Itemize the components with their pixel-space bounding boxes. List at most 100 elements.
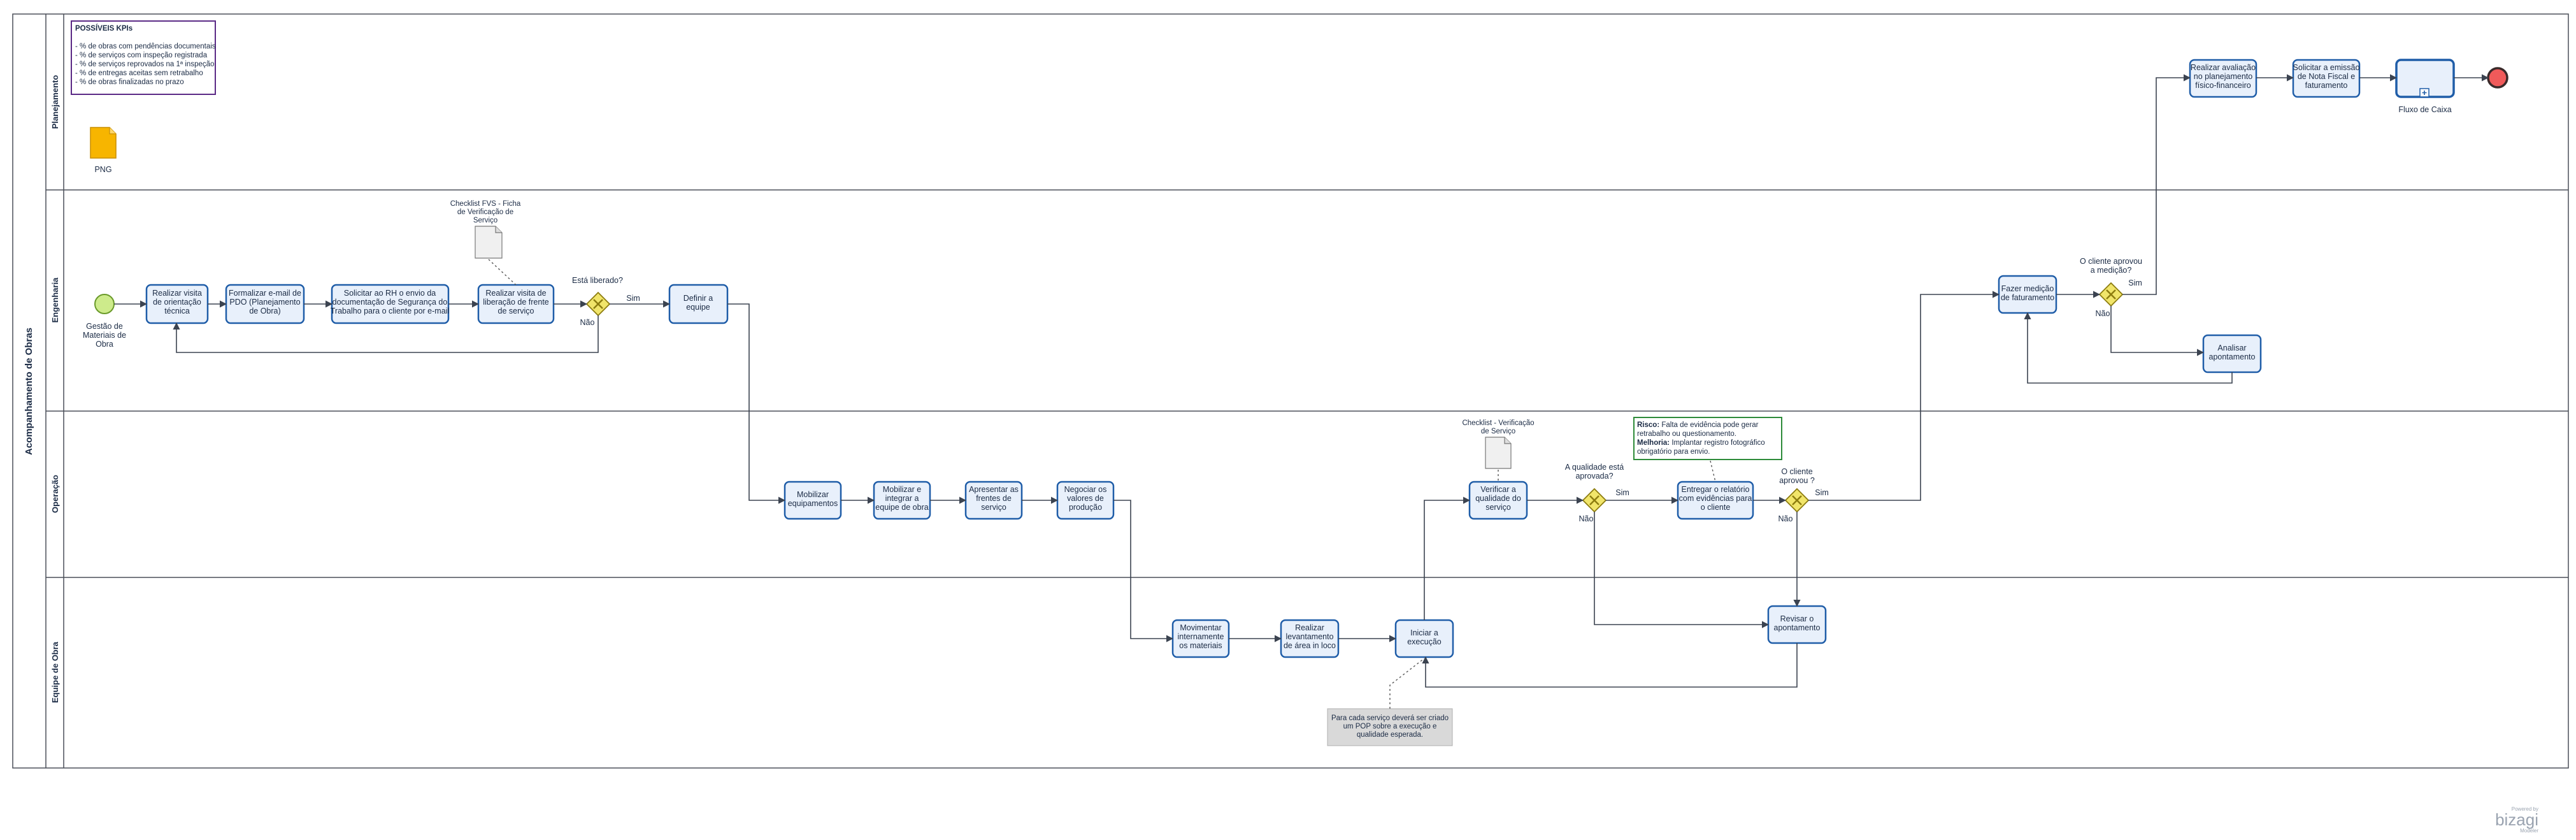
svg-text:de Serviço: de Serviço (1481, 428, 1515, 435)
svg-text:Realizar: Realizar (1295, 623, 1324, 632)
task-formalizar-email[interactable]: Formalizar e-mail de PDO (Planejamento d… (225, 284, 305, 324)
start-event[interactable]: Gestão de Materiais de Obra (83, 294, 126, 349)
svg-text:físico-financeiro: físico-financeiro (2195, 81, 2251, 90)
svg-text:faturamento: faturamento (2305, 81, 2348, 90)
start-label: Obra (96, 340, 113, 349)
svg-text:Entregar o relatório: Entregar o relatório (1681, 485, 1749, 494)
svg-text:frentes de: frentes de (976, 494, 1012, 503)
svg-text:Apresentar as: Apresentar as (969, 485, 1019, 494)
task-solicitar-rh[interactable]: Solicitar ao RH o envio da documentação … (331, 284, 450, 324)
task-visita-liberacao[interactable]: Realizar visita de liberação de frente d… (477, 284, 555, 324)
flow-label-nao: Não (580, 318, 595, 327)
kpi-item: - % de obras finalizadas no prazo (75, 78, 184, 86)
bizagi-logo: Powered by bizagi Modeler (2495, 806, 2538, 834)
svg-text:de Obra): de Obra) (249, 307, 280, 315)
svg-text:Realizar visita de: Realizar visita de (485, 289, 546, 298)
task-orientacao-tecnica[interactable]: Realizar visita de orientação técnica (145, 284, 209, 324)
svg-text:de Nota Fiscal e: de Nota Fiscal e (2298, 72, 2355, 81)
flow-label-sim: Sim (1815, 488, 1829, 497)
sequence-flows (114, 74, 2489, 688)
svg-text:de Verificação de: de Verificação de (457, 208, 513, 216)
svg-text:serviço: serviço (1485, 503, 1511, 512)
task-iniciar-execucao[interactable]: Iniciar a execução (1394, 619, 1454, 658)
kpi-item: - % de serviços reprovados na 1ª inspeçã… (75, 61, 214, 68)
task-verificar-qualidade[interactable]: Verificar a qualidade do serviço (1468, 481, 1528, 520)
svg-text:de área in loco: de área in loco (1284, 641, 1336, 650)
task-avaliacao-planejamento[interactable]: Realizar avaliação no planejamento físic… (2189, 59, 2258, 98)
svg-text:Está liberado?: Está liberado? (572, 276, 623, 285)
end-event[interactable] (2487, 67, 2508, 89)
flow-label-nao: Não (1579, 514, 1594, 523)
svg-text:O cliente: O cliente (1781, 467, 1812, 476)
svg-text:integrar a: integrar a (885, 494, 919, 503)
svg-text:apontamento: apontamento (2209, 352, 2256, 361)
flow-label-sim: Sim (2128, 279, 2142, 287)
pool-title: Acompanhamento de Obras (24, 328, 34, 455)
svg-text:apontamento: apontamento (1774, 623, 1821, 632)
start-label: Gestão de (86, 322, 123, 331)
svg-text:Analisar: Analisar (2217, 344, 2246, 352)
subprocess-label: Fluxo de Caixa (2398, 105, 2451, 114)
svg-text:Solicitar ao RH o envio da: Solicitar ao RH o envio da (344, 289, 436, 298)
association-pop (1389, 658, 1425, 709)
svg-text:aprovou ?: aprovou ? (1779, 476, 1815, 485)
png-label: PNG (94, 165, 111, 174)
svg-text:Mobilizar: Mobilizar (797, 490, 829, 499)
task-levantamento-area[interactable]: Realizar levantamento de área in loco (1280, 619, 1340, 658)
task-apresentar-frentes[interactable]: Apresentar as frentes de serviço (964, 481, 1023, 520)
svg-text:execução: execução (1407, 637, 1442, 646)
task-movimentar-materiais[interactable]: Movimentar internamente os materiais (1171, 619, 1230, 658)
kpi-item: - % de serviços com inspeção registrada (75, 52, 208, 59)
svg-text:o cliente: o cliente (1701, 503, 1731, 512)
svg-text:valores de: valores de (1067, 494, 1104, 503)
svg-text:de serviço: de serviço (498, 307, 534, 315)
svg-text:bizagi: bizagi (2495, 810, 2538, 829)
kpi-annotation: POSSÍVEIS KPIs - % de obras com pendênci… (71, 20, 216, 95)
svg-text:qualidade esperada.: qualidade esperada. (1357, 731, 1423, 739)
svg-text:técnica: técnica (164, 307, 190, 315)
lane-engenharia: Engenharia (50, 277, 60, 323)
gateway-liberado[interactable]: Está liberado? (572, 276, 623, 317)
svg-text:equipamentos: equipamentos (788, 499, 838, 508)
start-label: Materiais de (83, 331, 126, 340)
kpi-title: POSSÍVEIS KPIs (75, 24, 132, 33)
svg-text:no planejamento: no planejamento (2194, 72, 2252, 81)
svg-text:Serviço: Serviço (473, 217, 497, 224)
task-medicao-faturamento[interactable]: Fazer medição de faturamento (1998, 275, 2057, 314)
svg-text:com evidências para: com evidências para (1679, 494, 1752, 503)
task-nota-fiscal[interactable]: Solicitar a emissão de Nota Fiscal e fat… (2292, 59, 2361, 98)
association-risk (1710, 460, 1716, 482)
flow-label-sim: Sim (1615, 488, 1629, 497)
task-definir-equipe[interactable]: Definir a equipe (668, 284, 729, 324)
svg-text:de orientação: de orientação (153, 298, 201, 307)
lane-planejamento: Planejamento (50, 75, 60, 129)
flow-label-sim: Sim (626, 294, 640, 303)
svg-text:serviço: serviço (981, 503, 1006, 512)
task-mobilizar-equipamentos[interactable]: Mobilizar equipamentos (784, 481, 842, 520)
svg-text:documentação de Segurança do: documentação de Segurança do (333, 298, 448, 307)
svg-text:Fazer medição: Fazer medição (2001, 284, 2054, 293)
flow-label-nao: Não (1778, 514, 1793, 523)
svg-text:Realizar visita: Realizar visita (152, 289, 202, 298)
svg-text:Checklist FVS - Ficha: Checklist FVS - Ficha (450, 200, 521, 208)
task-entregar-relatorio[interactable]: Entregar o relatório com evidências para… (1677, 481, 1754, 520)
svg-text:PDO (Planejamento: PDO (Planejamento (229, 298, 300, 307)
task-analisar-apontamento[interactable]: Analisar apontamento (2202, 334, 2262, 373)
png-icon[interactable]: PNG (90, 127, 117, 174)
svg-text:Verificar a: Verificar a (1480, 485, 1516, 494)
document-checklist-fvs[interactable]: Checklist FVS - Ficha de Verificação de … (450, 200, 521, 259)
svg-text:os materiais: os materiais (1179, 641, 1222, 650)
task-mobilizar-integrar[interactable]: Mobilizar e integrar a equipe de obra (873, 481, 931, 520)
lane-equipe-obra: Equipe de Obra (50, 641, 60, 703)
document-checklist-verificacao[interactable]: Checklist - Verificação de Serviço (1462, 419, 1535, 469)
subprocess-fluxo-caixa[interactable]: Fluxo de Caixa (2395, 59, 2455, 114)
svg-text:Realizar avaliação: Realizar avaliação (2191, 63, 2256, 72)
task-negociar-valores[interactable]: Negociar os valores de produção (1056, 481, 1115, 520)
task-revisar-apontamento[interactable]: Revisar o apontamento (1767, 605, 1827, 644)
svg-text:Para cada serviço deverá ser c: Para cada serviço deverá ser criado (1331, 714, 1449, 722)
svg-text:A qualidade está: A qualidade está (1565, 463, 1624, 472)
svg-text:Modeler: Modeler (2520, 828, 2538, 834)
pop-annotation: Para cada serviço deverá ser criado um P… (1327, 708, 1453, 746)
svg-text:Checklist - Verificação: Checklist - Verificação (1462, 419, 1534, 427)
svg-text:Negociar os: Negociar os (1064, 485, 1107, 494)
